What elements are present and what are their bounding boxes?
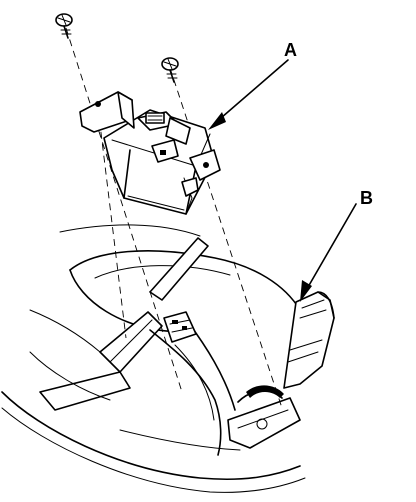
callout-a-label: A bbox=[284, 40, 297, 60]
module-unit-a bbox=[79, 91, 221, 215]
callout-a: A bbox=[208, 40, 297, 130]
callout-b: B bbox=[300, 188, 373, 302]
screw-right bbox=[161, 57, 179, 83]
callout-b-label: B bbox=[360, 188, 373, 208]
installation-guide-lines bbox=[65, 27, 283, 409]
screw-left bbox=[55, 13, 73, 39]
console-panel bbox=[1, 224, 335, 493]
